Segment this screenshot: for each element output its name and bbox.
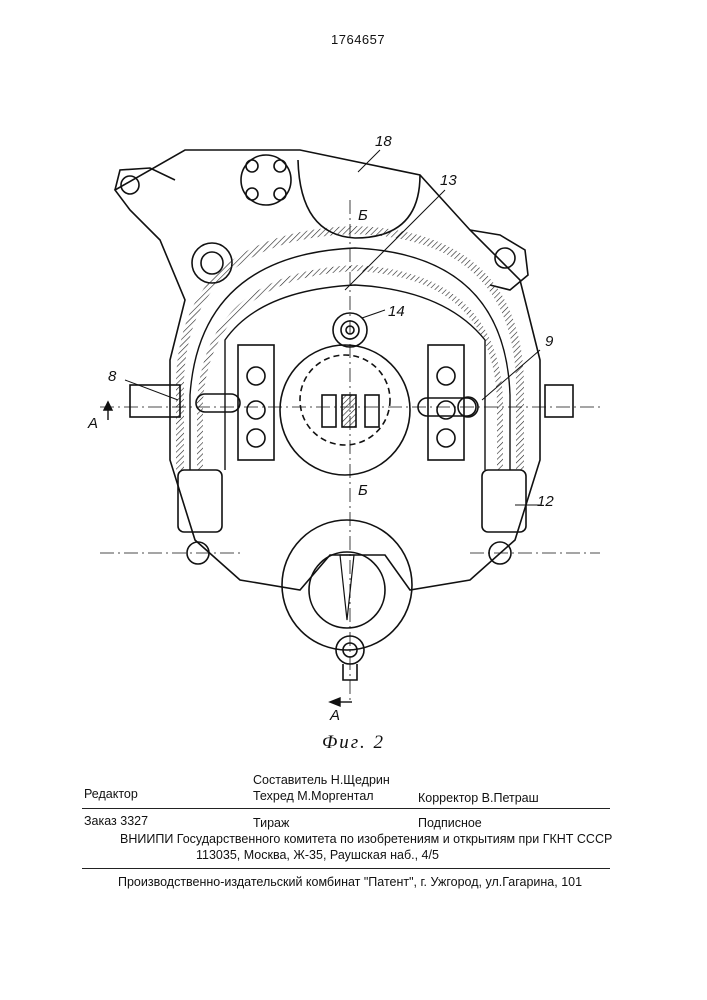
leader-18 [358, 150, 380, 172]
order: Заказ 3327 [84, 814, 148, 828]
divider-1 [82, 808, 610, 809]
label-8: 8 [108, 368, 116, 385]
label-section-a-bottom: А [330, 707, 340, 724]
sleeve-right [482, 470, 526, 532]
vniipi-line: ВНИИПИ Государственного комитета по изоб… [120, 832, 612, 846]
compiler: Составитель Н.Щедрин [253, 773, 390, 787]
label-9: 9 [545, 333, 553, 350]
clamp-left [238, 345, 274, 460]
label-13: 13 [440, 172, 457, 189]
bolt-group-top [241, 155, 291, 205]
subscription: Подписное [418, 816, 482, 830]
label-12: 12 [537, 493, 554, 510]
circulation: Тираж [253, 816, 289, 830]
label-section-b-top: Б [358, 207, 368, 224]
figure-caption: Фиг. 2 [322, 732, 385, 754]
divider-2 [82, 868, 610, 869]
connector-left [130, 385, 180, 417]
label-section-a-left: А [88, 415, 98, 432]
connector-right [545, 385, 573, 417]
label-14: 14 [388, 303, 405, 320]
techred: Техред М.Моргентал [253, 789, 374, 803]
publisher-line: Производственно-издательский комбинат "П… [118, 875, 582, 889]
editor-label: Редактор [84, 787, 138, 801]
leader-14 [362, 310, 385, 318]
gauge-outer [282, 520, 412, 650]
bolt-group-left [192, 243, 232, 283]
corrector: Корректор В.Петраш [418, 791, 539, 805]
gauge-needle [340, 555, 354, 620]
address-line: 113035, Москва, Ж-35, Раушская наб., 4/5 [196, 848, 439, 862]
label-18: 18 [375, 133, 392, 150]
label-section-b-bottom: Б [358, 482, 368, 499]
sleeve-left [178, 470, 222, 532]
